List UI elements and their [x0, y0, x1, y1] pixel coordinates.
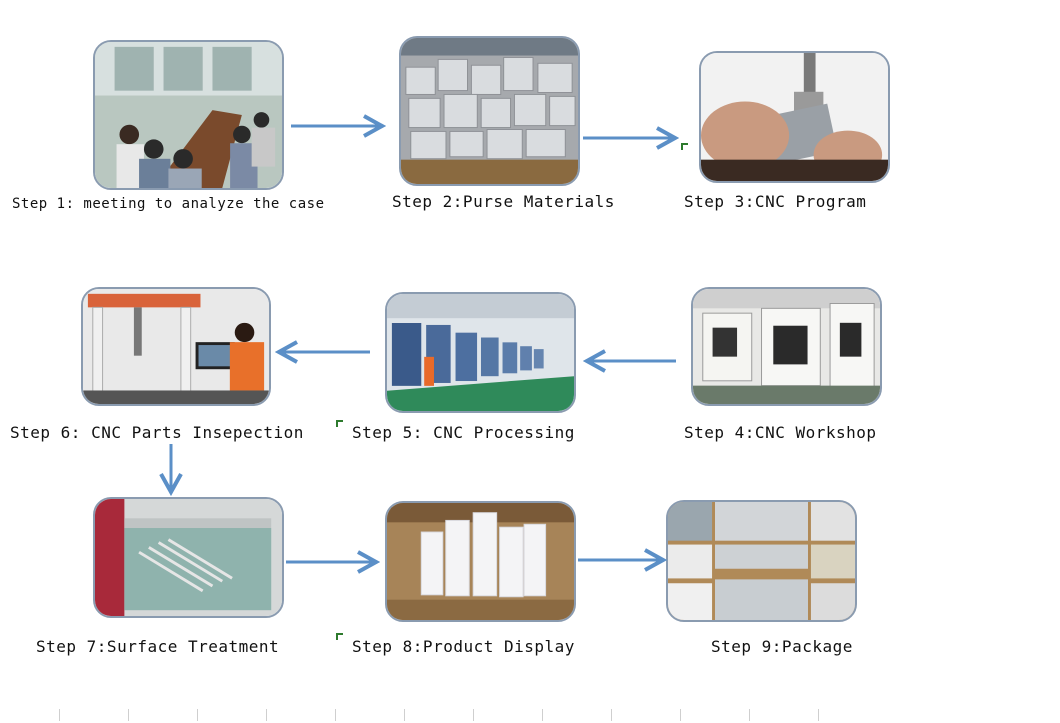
step8-product-photo: [385, 501, 576, 622]
grid-tick: [404, 709, 405, 721]
step3-program-photo: [699, 51, 890, 183]
step5-caption: Step 5: CNC Processing: [352, 423, 575, 442]
corner-mark: [336, 420, 343, 427]
grid-tick: [680, 709, 681, 721]
step2-caption: Step 2:Purse Materials: [392, 192, 615, 211]
grid-tick: [335, 709, 336, 721]
grid-tick: [128, 709, 129, 721]
grid-tick: [542, 709, 543, 721]
step1-meeting-photo: [93, 40, 284, 190]
step9-package-photo: [666, 500, 857, 622]
step7-caption: Step 7:Surface Treatment: [36, 637, 280, 656]
step4-workshop-photo: [691, 287, 882, 406]
step4-caption: Step 4:CNC Workshop: [684, 423, 877, 442]
grid-tick: [818, 709, 819, 721]
grid-tick: [59, 709, 60, 721]
step7-surface-photo: [93, 497, 284, 618]
step6-inspection-photo: [81, 287, 271, 406]
step8-caption: Step 8:Product Display: [352, 637, 575, 656]
step9-caption: Step 9:Package: [711, 637, 853, 656]
grid-tick: [611, 709, 612, 721]
step3-caption: Step 3:CNC Program: [684, 192, 867, 211]
corner-mark: [336, 633, 343, 640]
step1-caption: Step 1: meeting to analyze the case: [12, 196, 325, 212]
step5-processing-photo: [385, 292, 576, 413]
grid-tick: [749, 709, 750, 721]
step6-caption: Step 6: CNC Parts Insepection: [10, 423, 304, 442]
grid-tick: [266, 709, 267, 721]
step2-materials-photo: [399, 36, 580, 186]
grid-tick: [197, 709, 198, 721]
grid-tick: [473, 709, 474, 721]
corner-mark: [681, 143, 688, 150]
